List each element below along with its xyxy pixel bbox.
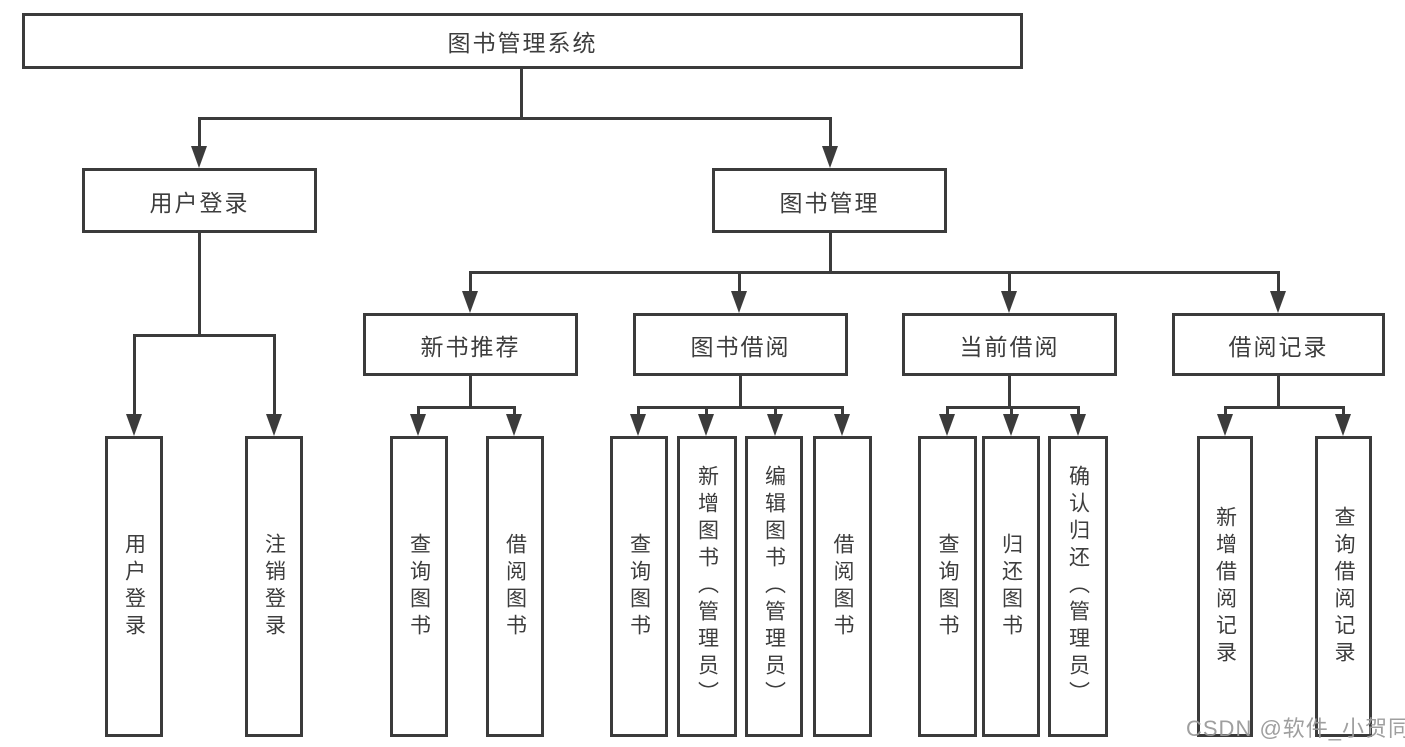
node-current-borrow: 当前借阅: [902, 313, 1117, 376]
leaf-logout-label: 注销登录: [262, 532, 286, 641]
connector-line: [1224, 406, 1345, 409]
node-borrow-record-label: 借阅记录: [1228, 333, 1329, 360]
node-borrow-record: 借阅记录: [1172, 313, 1385, 376]
node-current-borrow-label: 当前借阅: [959, 333, 1060, 360]
leaf-query-book-3-label: 查询图书: [936, 532, 959, 641]
connector-line: [739, 376, 742, 409]
leaf-user-login-label: 用户登录: [122, 532, 146, 641]
node-book-management: 图书管理: [712, 168, 947, 233]
node-root: 图书管理系统: [22, 13, 1023, 69]
connector-line: [946, 406, 949, 418]
arrowhead-down-icon: [834, 414, 850, 436]
connector-line: [946, 406, 1080, 409]
leaf-query-borrow-record: 查询借阅记录: [1315, 436, 1372, 737]
arrowhead-down-icon: [1070, 414, 1086, 436]
node-new-book-recommend-label: 新书推荐: [420, 333, 521, 360]
leaf-query-book-1: 查询图书: [390, 436, 448, 737]
arrowhead-down-icon: [822, 146, 838, 168]
leaf-confirm-return-admin: 确认归还（管理员）: [1048, 436, 1108, 737]
connector-line: [637, 406, 640, 418]
connector-line: [469, 271, 472, 295]
node-book-borrow-label: 图书借阅: [690, 333, 791, 360]
arrowhead-down-icon: [698, 414, 714, 436]
leaf-add-book-admin-label: 新增图书（管理员）: [695, 465, 719, 708]
connector-line: [829, 233, 832, 274]
node-user-login-label: 用户登录: [149, 189, 250, 216]
arrowhead-down-icon: [506, 414, 522, 436]
leaf-add-borrow-record: 新增借阅记录: [1197, 436, 1253, 737]
connector-line: [198, 233, 201, 337]
arrowhead-down-icon: [731, 291, 747, 313]
node-user-login: 用户登录: [82, 168, 317, 233]
arrowhead-down-icon: [1217, 414, 1233, 436]
arrowhead-down-icon: [191, 146, 207, 168]
connector-line: [829, 117, 832, 150]
arrowhead-down-icon: [939, 414, 955, 436]
connector-line: [133, 334, 136, 418]
connector-line: [198, 117, 201, 150]
leaf-edit-book-admin: 编辑图书（管理员）: [745, 436, 803, 737]
connector-line: [774, 406, 777, 418]
connector-line: [1008, 376, 1011, 409]
leaf-borrow-book-1: 借阅图书: [486, 436, 544, 737]
leaf-return-book: 归还图书: [982, 436, 1040, 737]
node-new-book-recommend: 新书推荐: [363, 313, 578, 376]
leaf-borrow-book-2: 借阅图书: [813, 436, 872, 737]
leaf-query-book-1-label: 查询图书: [407, 532, 431, 641]
connector-line: [520, 69, 523, 119]
node-book-management-label: 图书管理: [779, 189, 880, 216]
connector-line: [133, 334, 276, 337]
connector-line: [1224, 406, 1227, 418]
leaf-query-book-2-label: 查询图书: [627, 532, 651, 641]
connector-line: [1010, 406, 1013, 418]
node-root-label: 图书管理系统: [447, 30, 598, 56]
connector-line: [469, 376, 472, 409]
connector-line: [198, 117, 832, 120]
leaf-borrow-book-1-label: 借阅图书: [503, 532, 527, 641]
arrowhead-down-icon: [266, 414, 282, 436]
connector-line: [1077, 406, 1080, 418]
connector-line: [1277, 376, 1280, 409]
arrowhead-down-icon: [1001, 291, 1017, 313]
leaf-logout: 注销登录: [245, 436, 303, 737]
leaf-add-borrow-record-label: 新增借阅记录: [1213, 505, 1237, 668]
arrowhead-down-icon: [1270, 291, 1286, 313]
leaf-edit-book-admin-label: 编辑图书（管理员）: [762, 465, 786, 708]
leaf-borrow-book-2-label: 借阅图书: [831, 532, 854, 641]
connector-line: [738, 271, 741, 295]
arrowhead-down-icon: [410, 414, 426, 436]
arrowhead-down-icon: [1335, 414, 1351, 436]
connector-line: [1008, 271, 1011, 295]
connector-line: [1277, 271, 1280, 295]
leaf-query-book-2: 查询图书: [610, 436, 668, 737]
leaf-query-borrow-record-label: 查询借阅记录: [1332, 505, 1355, 668]
connector-line: [469, 271, 1280, 274]
leaf-return-book-label: 归还图书: [999, 532, 1023, 641]
arrowhead-down-icon: [767, 414, 783, 436]
connector-line: [417, 406, 516, 409]
connector-line: [513, 406, 516, 418]
arrowhead-down-icon: [126, 414, 142, 436]
connector-line: [705, 406, 708, 418]
node-book-borrow: 图书借阅: [633, 313, 848, 376]
arrowhead-down-icon: [462, 291, 478, 313]
connector-line: [841, 406, 844, 418]
arrowhead-down-icon: [630, 414, 646, 436]
connector-line: [417, 406, 420, 418]
connector-line: [637, 406, 844, 409]
leaf-user-login: 用户登录: [105, 436, 163, 737]
connector-line: [273, 334, 276, 418]
leaf-add-book-admin: 新增图书（管理员）: [677, 436, 737, 737]
arrowhead-down-icon: [1003, 414, 1019, 436]
leaf-confirm-return-admin-label: 确认归还（管理员）: [1066, 465, 1090, 708]
leaf-query-book-3: 查询图书: [918, 436, 977, 737]
csdn-watermark: CSDN @软件_小贺同学: [1186, 716, 1405, 741]
connector-line: [1342, 406, 1345, 418]
